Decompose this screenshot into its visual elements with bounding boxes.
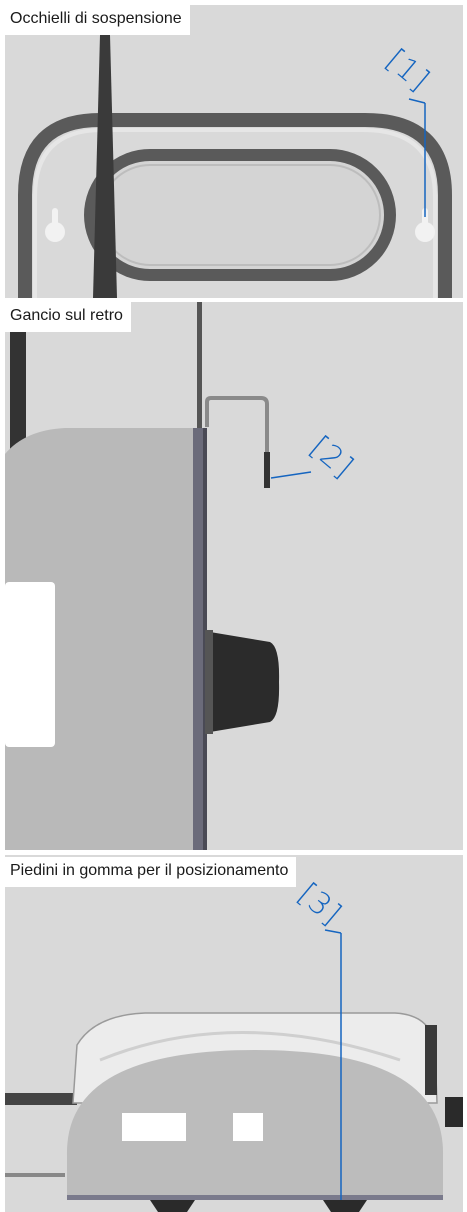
eyelets-illustration: [18, 25, 452, 298]
caption-rubber-feet: Piedini in gomma per il posizionamento: [5, 857, 297, 887]
panel-hanging-eyelets: Occhielli di sospensione [1]: [5, 5, 463, 298]
rear-hook-illustration: [5, 302, 312, 850]
keyhole-right-icon: [415, 208, 435, 242]
caption-rear-hook: Gancio sul retro: [5, 302, 131, 332]
panel-rubber-feet: Piedini in gomma per il posizionamento […: [5, 855, 463, 1212]
rubber-feet-illustration: [5, 929, 463, 1212]
panel-rear-hook: Gancio sul retro [2]: [5, 302, 463, 850]
keyhole-left-icon: [45, 208, 65, 242]
caption-hanging-eyelets: Occhielli di sospensione: [5, 5, 190, 35]
